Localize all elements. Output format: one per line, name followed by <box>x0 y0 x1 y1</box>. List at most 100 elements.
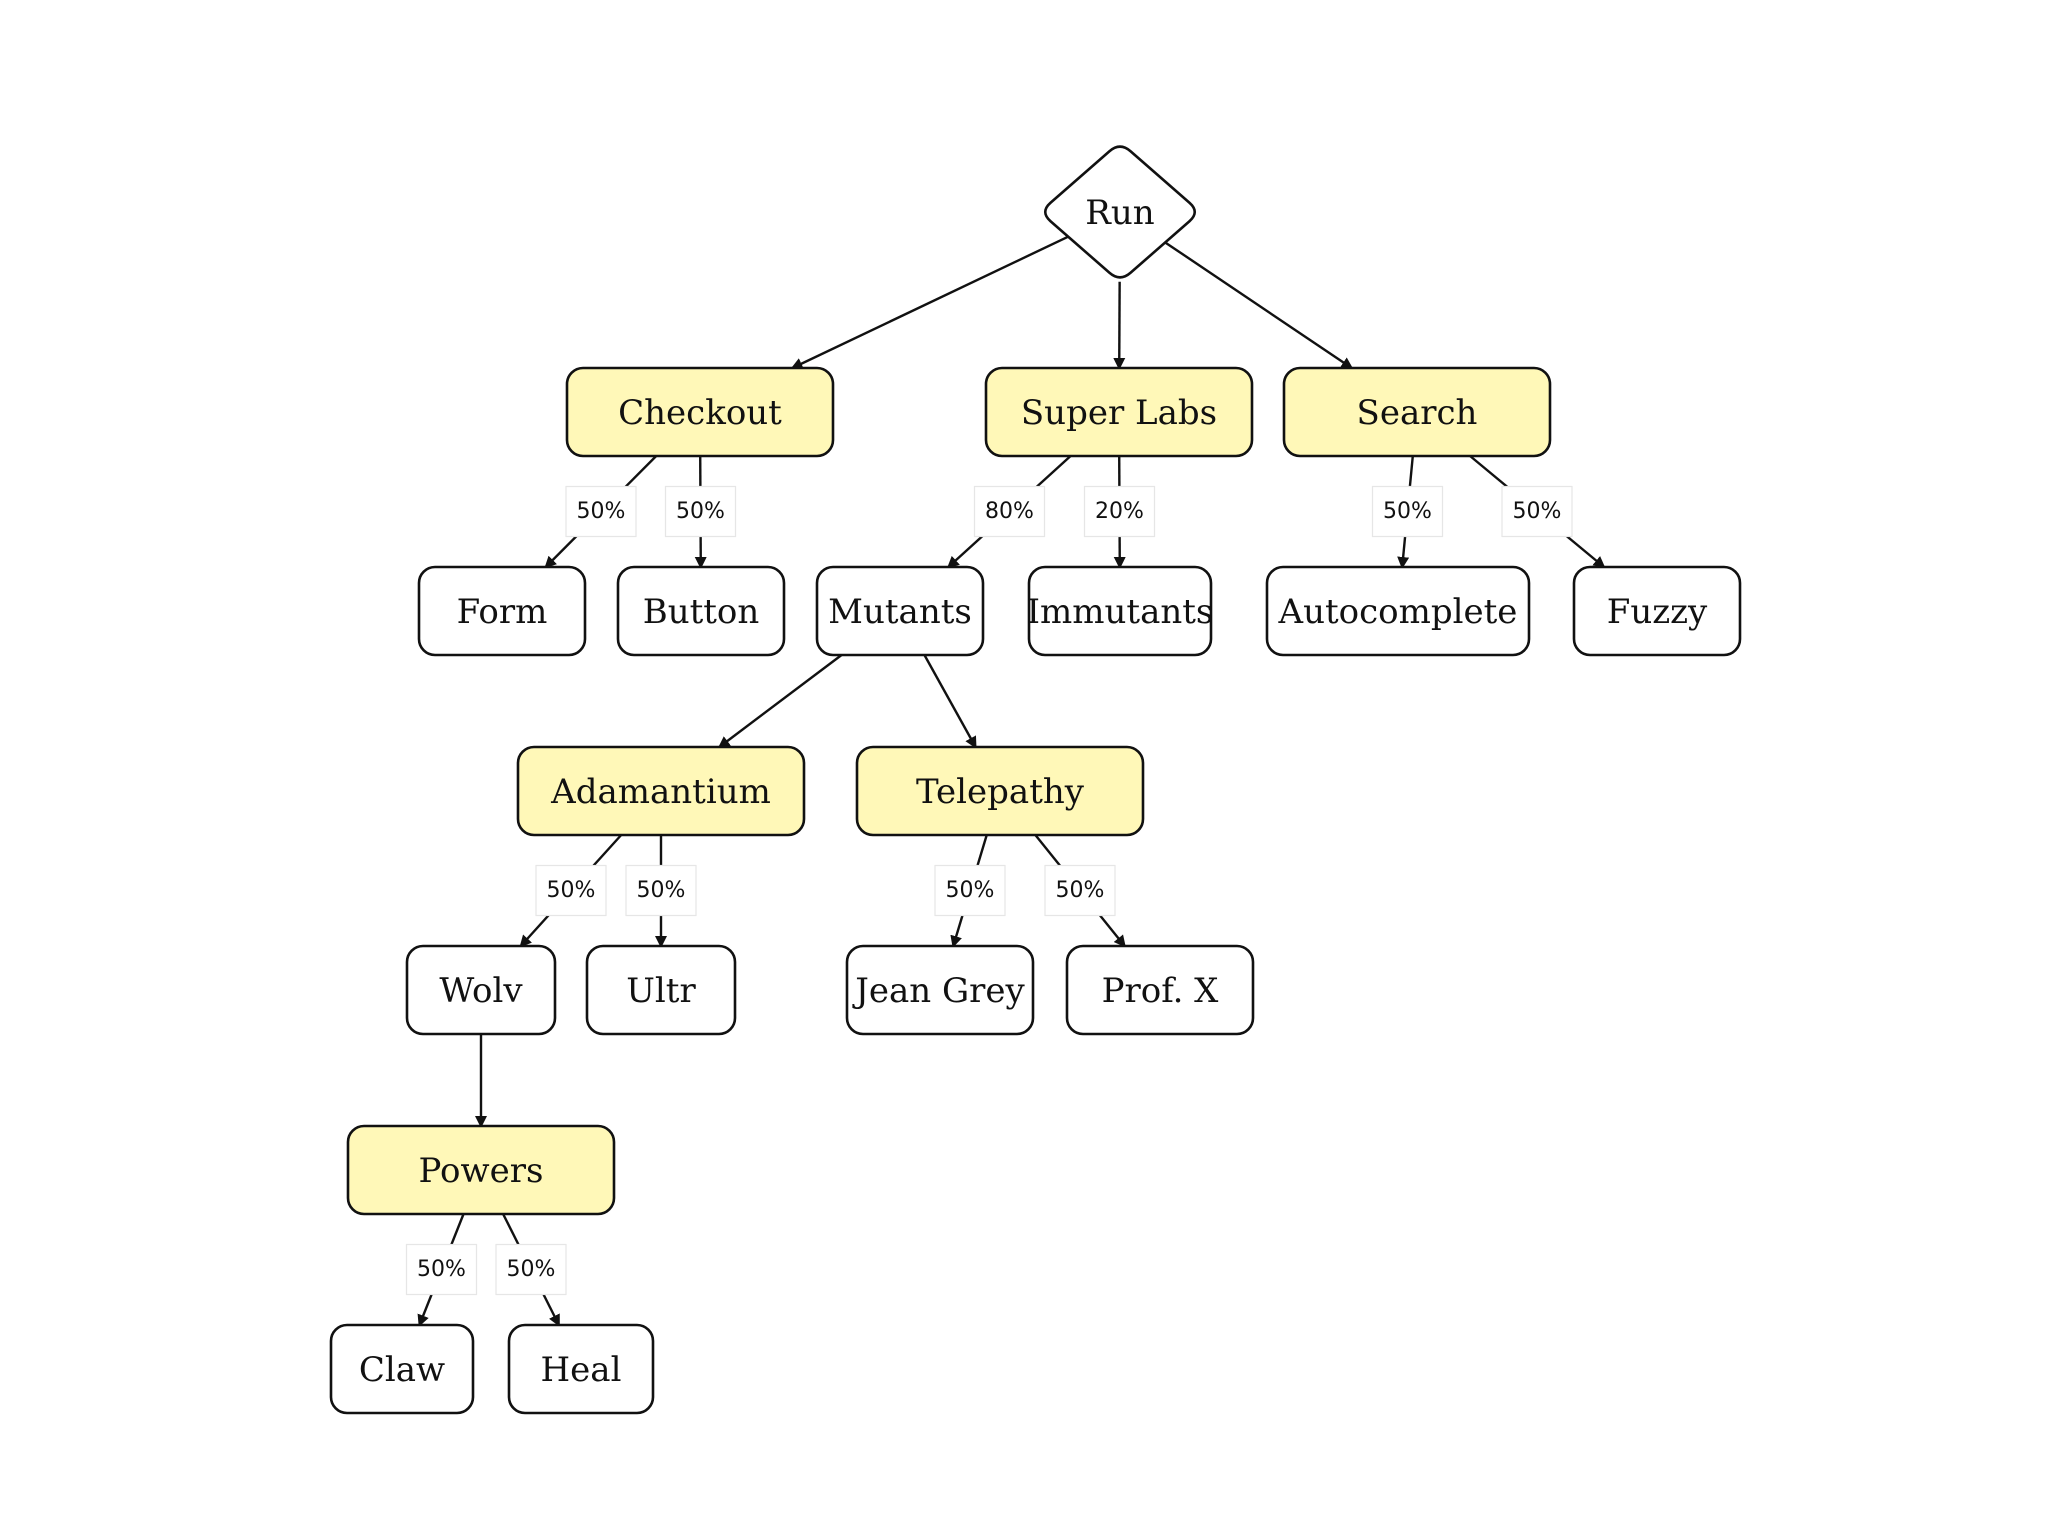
node-label: Powers <box>419 1151 544 1191</box>
edge-label-text: 50% <box>1056 878 1105 903</box>
node-label: Jean Grey <box>852 971 1025 1011</box>
edge-label-box <box>1371 485 1444 538</box>
edge-label-search-to-autocomplete: 50% <box>1371 485 1444 538</box>
edge-mutants-to-adamantium <box>717 654 843 749</box>
node-telepathy: Telepathy <box>855 745 1145 837</box>
node-profx: Prof. X <box>1065 944 1255 1036</box>
leaf-box <box>507 1323 655 1415</box>
edge-label-box <box>1083 485 1156 538</box>
node-label: Form <box>457 592 548 632</box>
edge-label-text: 50% <box>1513 499 1562 524</box>
node-label: Button <box>643 592 760 632</box>
node-label: Heal <box>541 1350 622 1390</box>
edge-label-text: 50% <box>946 878 995 903</box>
edge-label-text: 50% <box>637 878 686 903</box>
node-label: Wolv <box>439 971 523 1011</box>
node-label: Adamantium <box>550 772 771 812</box>
edge-label-text: 50% <box>547 878 596 903</box>
node-immutants: Immutants <box>1027 565 1214 657</box>
node-fuzzy: Fuzzy <box>1572 565 1742 657</box>
node-run: Run <box>1043 145 1197 279</box>
group-box <box>346 1124 616 1216</box>
node-mutants: Mutants <box>815 565 985 657</box>
group-box <box>565 366 835 458</box>
edge-label-box <box>934 864 1006 917</box>
edge-label-box <box>1044 864 1116 917</box>
edge-label-box <box>625 864 697 917</box>
edge-mutants-to-telepathy <box>923 654 977 749</box>
leaf-box <box>1027 565 1213 657</box>
node-label: Ultr <box>626 971 696 1011</box>
decision-diamond <box>1043 145 1197 279</box>
edge-label-box <box>535 864 607 917</box>
edge-label-box <box>565 485 637 538</box>
leaf-box <box>1572 565 1742 657</box>
node-jeangrey: Jean Grey <box>845 944 1035 1036</box>
node-search: Search <box>1282 366 1552 458</box>
edge-label-adamantium-to-wolv: 50% <box>535 864 607 917</box>
edge-label-text: 50% <box>676 499 725 524</box>
node-superlabs: Super Labs <box>984 366 1254 458</box>
edge-label-text: 50% <box>1383 499 1432 524</box>
edge-label-checkout-to-form: 50% <box>565 485 637 538</box>
node-ultr: Ultr <box>585 944 737 1036</box>
edge-label-telepathy-to-profx: 50% <box>1044 864 1116 917</box>
leaf-box <box>815 565 985 657</box>
node-label: Autocomplete <box>1278 592 1518 632</box>
edge-run-to-search <box>1164 241 1354 370</box>
leaf-box <box>616 565 786 657</box>
node-form: Form <box>417 565 587 657</box>
edge-label-powers-to-heal: 50% <box>495 1243 567 1296</box>
edge-label-text: 50% <box>507 1257 556 1282</box>
edge-labels-layer: 50% 50% 80% 20% 50% 50% 50% 50% 50% 50% 50% 50% <box>405 485 1573 1296</box>
edge-label-superlabs-to-mutants: 80% <box>973 485 1046 538</box>
group-box <box>855 745 1145 837</box>
node-powers: Powers <box>346 1124 616 1216</box>
edge-label-box <box>495 1243 567 1296</box>
leaf-box <box>329 1323 475 1415</box>
node-label: Telepathy <box>916 772 1085 812</box>
edge-label-search-to-fuzzy: 50% <box>1501 485 1573 538</box>
node-label: Fuzzy <box>1607 592 1708 632</box>
node-label: Search <box>1357 393 1478 433</box>
node-label: Mutants <box>828 592 972 632</box>
edge-label-powers-to-claw: 50% <box>405 1243 478 1296</box>
node-label: Claw <box>359 1350 445 1390</box>
node-checkout: Checkout <box>565 366 835 458</box>
edge-label-text: 80% <box>985 499 1034 524</box>
group-box <box>984 366 1254 458</box>
leaf-box <box>405 944 557 1036</box>
edge-label-superlabs-to-immutants: 20% <box>1083 485 1156 538</box>
node-adamantium: Adamantium <box>516 745 806 837</box>
leaf-box <box>1265 565 1531 657</box>
group-box <box>1282 366 1552 458</box>
edge-label-box <box>664 485 737 538</box>
node-claw: Claw <box>329 1323 475 1415</box>
node-heal: Heal <box>507 1323 655 1415</box>
node-label: Super Labs <box>1021 393 1217 433</box>
node-button: Button <box>616 565 786 657</box>
node-wolv: Wolv <box>405 944 557 1036</box>
leaf-box <box>845 944 1035 1036</box>
edge-label-text: 20% <box>1095 499 1144 524</box>
edge-label-text: 50% <box>577 499 626 524</box>
edge-label-adamantium-to-ultr: 50% <box>625 864 697 917</box>
edge-label-checkout-to-button: 50% <box>664 485 737 538</box>
node-label: Immutants <box>1027 592 1214 632</box>
leaf-box <box>1065 944 1255 1036</box>
edge-run-to-checkout <box>790 235 1069 370</box>
edge-label-box <box>405 1243 478 1296</box>
leaf-box <box>417 565 587 657</box>
node-label: Run <box>1085 193 1154 233</box>
node-label: Prof. X <box>1102 971 1220 1011</box>
node-label: Checkout <box>618 393 782 433</box>
edge-label-text: 50% <box>417 1257 466 1282</box>
group-box <box>516 745 806 837</box>
node-autocomplete: Autocomplete <box>1265 565 1531 657</box>
edge-label-box <box>973 485 1046 538</box>
edge-label-telepathy-to-jeangrey: 50% <box>934 864 1006 917</box>
leaf-box <box>585 944 737 1036</box>
edge-label-box <box>1501 485 1573 538</box>
